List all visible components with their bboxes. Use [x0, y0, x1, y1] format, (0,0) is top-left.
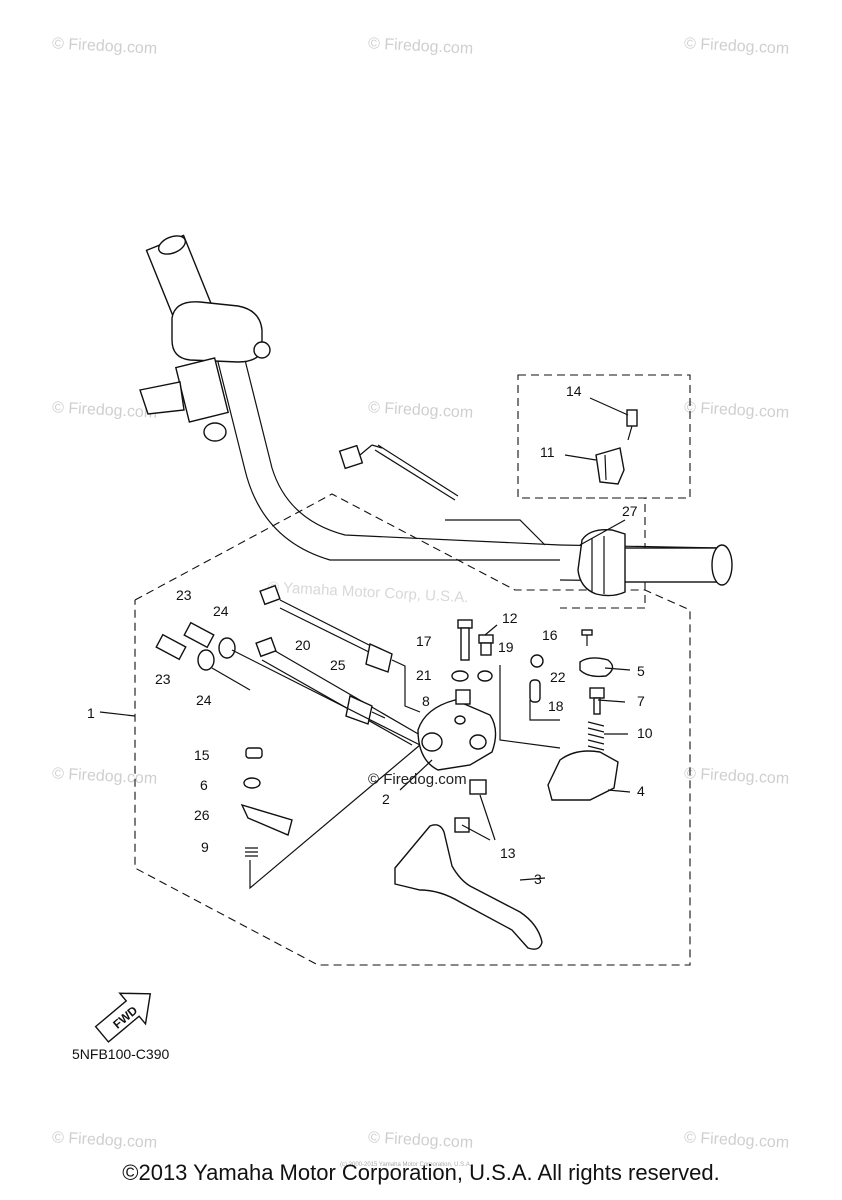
callout-20: 20	[295, 637, 311, 653]
callout-15: 15	[194, 747, 210, 763]
washer-21	[451, 670, 469, 682]
callout-7: 7	[637, 693, 645, 709]
arm-26	[240, 803, 293, 836]
washer-19	[477, 670, 493, 682]
holder-11	[595, 447, 625, 485]
clutch-switch-wire	[338, 444, 459, 501]
callout-23: 23	[155, 671, 171, 687]
screw-16	[581, 629, 593, 646]
lever-holder-2	[417, 699, 497, 771]
callout-21: 21	[416, 667, 432, 683]
left-grip-switch	[577, 529, 733, 597]
spring-10	[587, 721, 605, 751]
tiny-copyright: (c) 2000-2015 Yamaha Motor Corporation, …	[340, 1162, 472, 1168]
nut-13	[469, 779, 487, 795]
callout-14: 14	[566, 383, 582, 399]
callout-9: 9	[201, 839, 209, 855]
screw-15	[245, 747, 263, 759]
callout-27: 27	[622, 503, 638, 519]
callout-4: 4	[637, 783, 645, 799]
callout-2: 2	[382, 791, 390, 807]
subassembly-box-switch	[560, 497, 646, 609]
leader-18	[529, 700, 560, 721]
spring-9	[245, 744, 421, 890]
callout-16: 16	[542, 627, 558, 643]
callout-24: 24	[196, 692, 212, 708]
bracket-4	[547, 750, 619, 801]
callout-12: 12	[502, 610, 518, 626]
callout-1: 1	[87, 705, 95, 721]
lever-3	[394, 824, 543, 950]
pin-22	[530, 654, 544, 668]
callout-10: 10	[637, 725, 653, 741]
callout-13: 13	[500, 845, 516, 861]
callout-22: 22	[550, 669, 566, 685]
plate-5	[579, 657, 614, 678]
callout-26: 26	[194, 807, 210, 823]
footer-copyright: ©2013 Yamaha Motor Corporation, U.S.A. A…	[122, 1160, 720, 1185]
pivot-12	[478, 634, 494, 656]
callout-24: 24	[213, 603, 229, 619]
callout-11: 11	[540, 444, 555, 460]
diagram-code: 5NFB100-C390	[72, 1046, 169, 1062]
callout-17: 17	[416, 633, 432, 649]
washer-6	[243, 777, 261, 789]
callout-25: 25	[330, 657, 346, 673]
bolt-17	[457, 619, 473, 661]
screw-14	[626, 409, 638, 441]
collar-8	[455, 689, 471, 705]
adjuster-23-24	[155, 621, 421, 746]
callout-5: 5	[637, 663, 645, 679]
callout-8: 8	[422, 693, 430, 709]
leader-lines	[99, 397, 631, 881]
callout-23: 23	[176, 587, 192, 603]
callout-18: 18	[548, 698, 564, 714]
center-watermark: © Firedog.com	[368, 771, 467, 788]
callout-19: 19	[498, 639, 514, 655]
callout-6: 6	[200, 777, 208, 793]
fwd-arrow-icon: FWD	[94, 992, 152, 1043]
callout-3: 3	[534, 871, 542, 887]
handlebar	[139, 234, 721, 583]
assembly-boundary	[134, 493, 691, 966]
clutch-cable	[255, 584, 421, 746]
bolt-7	[589, 687, 605, 715]
pin-18	[529, 679, 541, 703]
